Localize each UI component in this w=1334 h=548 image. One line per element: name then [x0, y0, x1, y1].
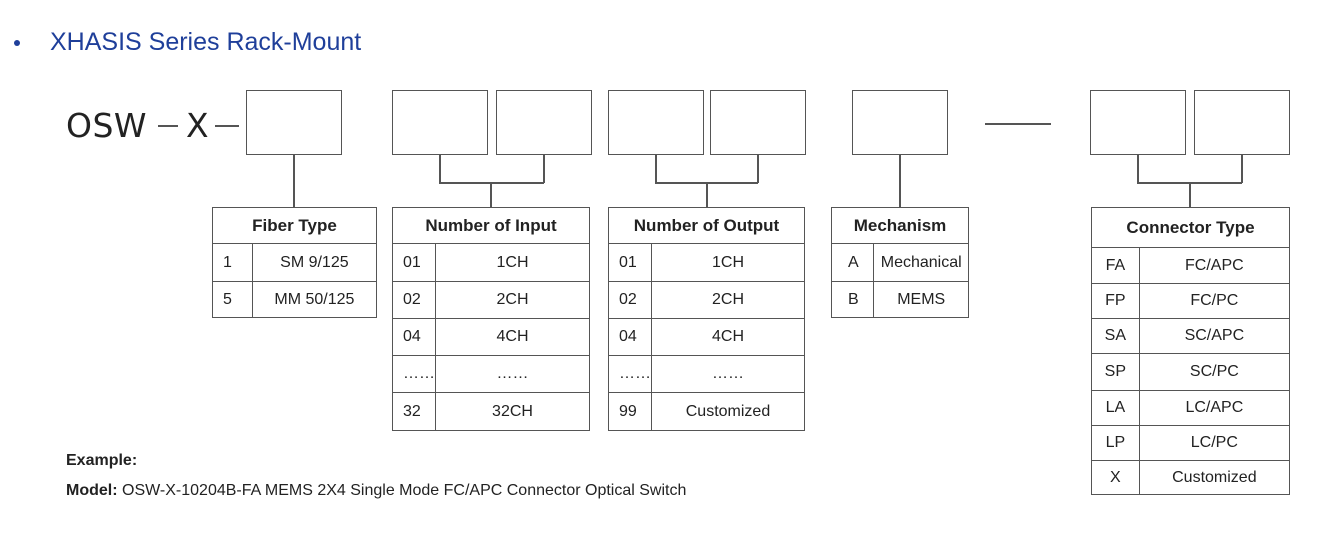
table-row: 99 Customized: [608, 392, 805, 431]
table-title: Mechanism: [831, 207, 969, 244]
dash-2: [215, 125, 239, 127]
table-title: Connector Type: [1091, 207, 1290, 248]
bracket-input-left: [439, 155, 441, 183]
table-row: 01 1CH: [608, 243, 805, 282]
bracket-output-stem: [706, 182, 708, 208]
long-dash: [985, 123, 1051, 125]
bracket-input-stem: [490, 182, 492, 208]
table-row: …… ……: [608, 355, 805, 393]
table-row: …… ……: [392, 355, 590, 393]
connector-fiber: [293, 155, 295, 208]
table-row: 32 32CH: [392, 392, 590, 431]
connector-type-table: Connector Type FA FC/APC FP FC/PC SA SC/…: [1091, 207, 1291, 495]
code-box-output-2: [710, 90, 806, 155]
table-row: B MEMS: [830, 281, 969, 318]
code-box-fiber: [246, 90, 342, 155]
example-label: Example:: [66, 452, 138, 469]
model-line: Model: OSW-X-10204B-FA MEMS 2X4 Single M…: [66, 482, 686, 500]
table-row: LA LC/APC: [1091, 390, 1291, 426]
table-title: Number of Output: [608, 207, 805, 244]
table-row: 5 MM 50/125: [212, 281, 378, 318]
bracket-output-left: [655, 155, 657, 183]
table-row: SP SC/PC: [1091, 353, 1291, 391]
number-of-output-table: Number of Output 01 1CH 02 2CH 04 4CH ………: [608, 207, 805, 431]
table-row: FA FC/APC: [1091, 247, 1291, 284]
fiber-type-table: Fiber Type 1 SM 9/125 5 MM 50/125: [212, 207, 378, 318]
code-box-input-1: [392, 90, 488, 155]
table-row: 04 4CH: [608, 318, 805, 356]
code-box-output-1: [608, 90, 704, 155]
table-row: 04 4CH: [392, 318, 590, 356]
code-box-connector-2: [1194, 90, 1290, 155]
bracket-connector-left: [1137, 155, 1139, 183]
table-row: 01 1CH: [392, 243, 590, 282]
table-row: 02 2CH: [608, 281, 805, 319]
model-text: OSW-X-10204B-FA MEMS 2X4 Single Mode FC/…: [122, 482, 687, 499]
bracket-input-right: [543, 155, 545, 183]
table-title: Fiber Type: [212, 207, 377, 244]
heading-text: XHASIS Series Rack-Mount: [50, 28, 362, 56]
table-row: X Customized: [1091, 460, 1291, 495]
code-box-mechanism: [852, 90, 948, 155]
table-row: 1 SM 9/125: [212, 243, 378, 282]
number-of-input-table: Number of Input 01 1CH 02 2CH 04 4CH …… …: [392, 207, 590, 431]
code-box-input-2: [496, 90, 592, 155]
code-prefix: OSW: [66, 106, 148, 145]
mechanism-table: Mechanism A Mechanical B MEMS: [830, 207, 969, 318]
bracket-input-bar: [439, 182, 544, 184]
bracket-output-right: [757, 155, 759, 183]
dash-1: [158, 125, 178, 127]
bracket-connector-right: [1241, 155, 1243, 183]
bullet-icon: [14, 39, 20, 46]
code-box-connector-1: [1090, 90, 1186, 155]
table-row: 02 2CH: [392, 281, 590, 319]
code-x: X: [186, 106, 210, 145]
connector-mechanism: [899, 155, 901, 208]
model-label: Model:: [66, 482, 118, 499]
section-heading: XHASIS Series Rack-Mount: [14, 28, 361, 57]
table-row: SA SC/APC: [1091, 318, 1291, 354]
table-title: Number of Input: [392, 207, 590, 244]
table-row: FP FC/PC: [1091, 283, 1291, 319]
bracket-connector-stem: [1189, 182, 1191, 208]
table-row: LP LC/PC: [1091, 425, 1291, 461]
table-row: A Mechanical: [830, 243, 969, 282]
